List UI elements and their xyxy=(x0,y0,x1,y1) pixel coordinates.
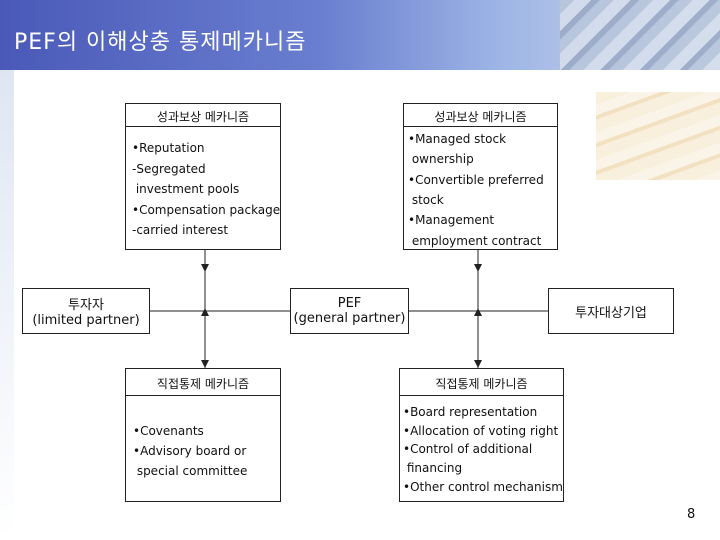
pef-box: PEF (general partner) xyxy=(290,288,409,334)
bottom-left-item: •Advisory board or xyxy=(133,444,246,458)
bottom-right-box: •Board representation •Allocation of vot… xyxy=(399,395,564,502)
top-right-item: employment contract xyxy=(408,234,541,248)
bottom-left-header-text: 직접통제 메카니즘 xyxy=(157,375,249,392)
bottom-left-item: special committee xyxy=(133,464,247,478)
investor-box: 투자자 (limited partner) xyxy=(22,288,150,334)
arrow-down-right-top xyxy=(474,264,482,272)
top-right-item: stock xyxy=(408,193,444,207)
top-left-item: -carried interest xyxy=(132,223,228,237)
top-left-header-text: 성과보상 메카니즘 xyxy=(157,108,249,125)
top-right-item: ownership xyxy=(408,152,474,166)
bottom-left-item: •Covenants xyxy=(133,424,204,438)
top-right-item: •Management xyxy=(408,213,494,227)
bottom-right-item: •Other control mechanism xyxy=(403,480,563,494)
arrow-up-right-mid xyxy=(474,308,482,316)
top-right-item: •Convertible preferred xyxy=(408,173,544,187)
top-left-item: investment pools xyxy=(132,182,239,196)
top-right-header-text: 성과보상 메카니즘 xyxy=(434,108,526,125)
top-right-box: •Managed stock ownership •Convertible pr… xyxy=(403,126,558,250)
target-company-box: 투자대상기업 xyxy=(548,288,674,334)
bottom-right-item: financing xyxy=(403,461,462,475)
arrow-down-left-bottom xyxy=(201,360,209,368)
investor-sublabel: (limited partner) xyxy=(32,313,139,328)
arrow-down-left-top xyxy=(201,264,209,272)
investor-label: 투자자 xyxy=(68,294,104,313)
bottom-right-item: •Board representation xyxy=(403,405,537,419)
top-left-item: -Segregated xyxy=(132,162,206,176)
bottom-right-header: 직접통제 메카니즘 xyxy=(399,368,564,398)
top-left-item: •Reputation xyxy=(132,141,205,155)
top-left-box: •Reputation -Segregated investment pools… xyxy=(125,126,281,250)
pef-sublabel: (general partner) xyxy=(294,311,406,326)
bottom-left-header: 직접통제 메카니즘 xyxy=(125,368,281,398)
arrow-down-right-bottom xyxy=(474,360,482,368)
target-company-label: 투자대상기업 xyxy=(575,302,647,321)
bottom-left-box: •Covenants •Advisory board or special co… xyxy=(125,395,281,502)
pef-label: PEF xyxy=(338,296,362,311)
bottom-right-header-text: 직접통제 메카니즘 xyxy=(435,375,527,392)
bottom-right-item: •Allocation of voting right xyxy=(403,424,558,438)
bottom-right-item: •Control of additional xyxy=(403,442,532,456)
page-number: 8 xyxy=(687,507,695,522)
top-left-item: •Compensation package xyxy=(132,203,280,217)
top-right-item: •Managed stock xyxy=(408,132,506,146)
arrow-up-left-mid xyxy=(201,308,209,316)
